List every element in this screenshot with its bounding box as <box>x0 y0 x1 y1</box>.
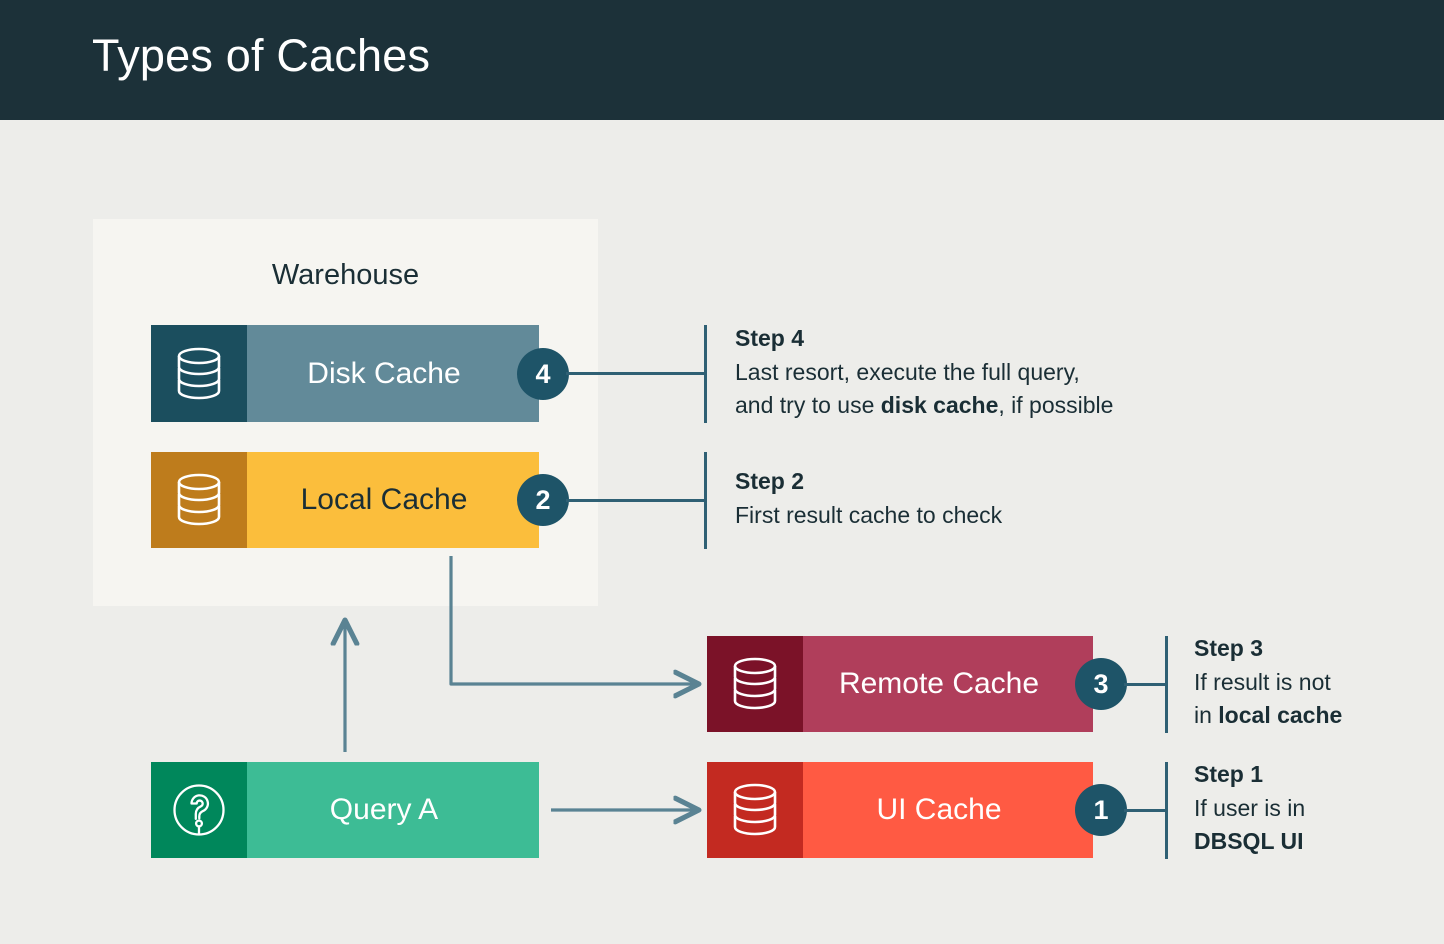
node-disk-cache[interactable]: Disk Cache <box>151 325 539 422</box>
database-icon <box>707 636 803 732</box>
annotation-step-1: Step 1 If user is in DBSQL UI <box>1194 761 1444 859</box>
leader-line-step-2 <box>566 499 706 502</box>
step-badge-3[interactable]: 3 <box>1075 658 1127 710</box>
annotation-step-4: Step 4 Last resort, execute the full que… <box>735 325 1235 423</box>
leader-tick-step-3 <box>1165 636 1168 733</box>
annotation-step-3: Step 3 If result is not in local cache <box>1194 635 1444 733</box>
database-icon <box>151 325 247 422</box>
step-line-1: First result cache to check <box>735 502 1003 528</box>
step-line-2-bold: DBSQL UI <box>1194 828 1304 855</box>
leader-tick-step-4 <box>704 325 707 423</box>
header-bar: Types of Caches <box>0 0 1444 120</box>
step-line-1: Last resort, execute the full query, <box>735 359 1080 385</box>
leader-line-step-4 <box>566 372 706 375</box>
node-label: Local Cache <box>300 483 468 516</box>
step-line-2-pre: in <box>1194 702 1219 729</box>
step-title: Step 1 <box>1194 761 1264 787</box>
step-line-2-bold: disk cache <box>880 392 999 419</box>
database-icon <box>707 762 803 858</box>
page-title: Types of Caches <box>92 30 431 81</box>
node-remote-cache[interactable]: Remote Cache <box>707 636 1093 732</box>
step-body: If result is not in local cache <box>1194 666 1444 733</box>
step-line-2-post: , if possible <box>998 392 1114 419</box>
step-badge-1[interactable]: 1 <box>1075 784 1127 836</box>
step-badge-4[interactable]: 4 <box>517 348 569 400</box>
node-ui-cache[interactable]: UI Cache <box>707 762 1093 858</box>
leader-line-step-1 <box>1124 809 1167 812</box>
node-local-cache[interactable]: Local Cache <box>151 452 539 548</box>
step-body: First result cache to check <box>735 499 1175 532</box>
node-label: Disk Cache <box>307 356 461 390</box>
step-line-1: If user is in <box>1194 795 1306 821</box>
step-title: Step 4 <box>735 325 805 351</box>
leader-tick-step-2 <box>704 452 707 549</box>
step-line-2-pre: and try to use <box>735 392 881 419</box>
node-label: UI Cache <box>876 793 1002 826</box>
warehouse-label: Warehouse <box>271 259 420 291</box>
step-body: If user is in DBSQL UI <box>1194 792 1444 859</box>
annotation-step-2: Step 2 First result cache to check <box>735 468 1175 532</box>
node-query-a[interactable]: Query A <box>151 762 539 858</box>
step-title: Step 2 <box>735 468 805 494</box>
step-body: Last resort, execute the full query, and… <box>735 356 1235 423</box>
step-line-2-bold: local cache <box>1218 702 1343 729</box>
question-circle-icon <box>151 762 247 858</box>
step-line-1: If result is not <box>1194 669 1331 695</box>
leader-tick-step-1 <box>1165 762 1168 859</box>
database-icon <box>151 452 247 548</box>
step-title: Step 3 <box>1194 635 1264 661</box>
node-label: Remote Cache <box>838 667 1040 700</box>
node-label: Query A <box>329 793 439 826</box>
step-badge-2[interactable]: 2 <box>517 474 569 526</box>
leader-line-step-3 <box>1124 683 1167 686</box>
